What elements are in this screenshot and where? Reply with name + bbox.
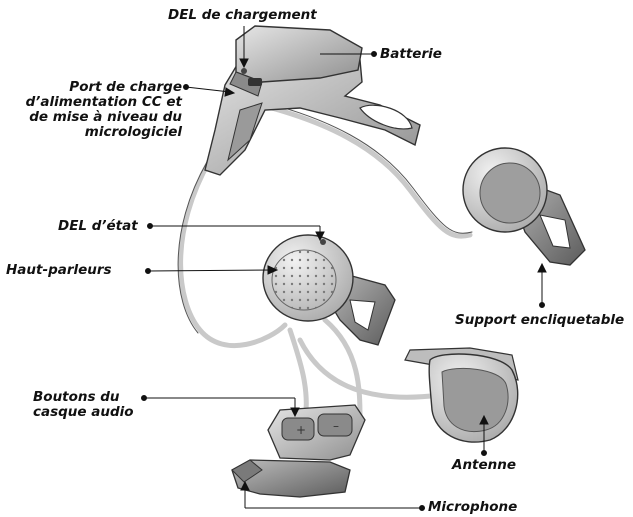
rear-speaker <box>463 148 585 265</box>
svg-text:+: + <box>296 423 306 437</box>
svg-text:–: – <box>333 419 339 433</box>
label-battery: Batterie <box>380 47 442 62</box>
microphone-boom <box>232 460 350 497</box>
label-status-led: DEL d’état <box>58 219 138 234</box>
dc-port <box>248 78 262 86</box>
label-dc-port-line-3: de mise à niveau du <box>6 110 182 125</box>
label-microphone: Microphone <box>428 500 517 515</box>
label-speakers: Haut-parleurs <box>6 263 112 278</box>
label-buttons-line-2: casque audio <box>33 405 134 420</box>
label-dc-port-line-1: Port de charge <box>6 80 182 95</box>
label-charging-led: DEL de chargement <box>168 8 317 23</box>
label-dc-port-line-4: micrologiciel <box>6 125 182 140</box>
status-led <box>320 239 326 245</box>
label-antenna: Antenne <box>452 458 516 473</box>
charging-led <box>241 68 247 74</box>
label-buttons-line-1: Boutons du <box>33 390 134 405</box>
label-dc-port: Port de charge d’alimentation CC et de m… <box>6 80 182 140</box>
button-module: + – <box>268 405 365 460</box>
label-headset-buttons: Boutons du casque audio <box>33 390 134 420</box>
label-dc-port-line-2: d’alimentation CC et <box>6 95 182 110</box>
label-clip-mount: Support encliquetable <box>455 313 624 328</box>
